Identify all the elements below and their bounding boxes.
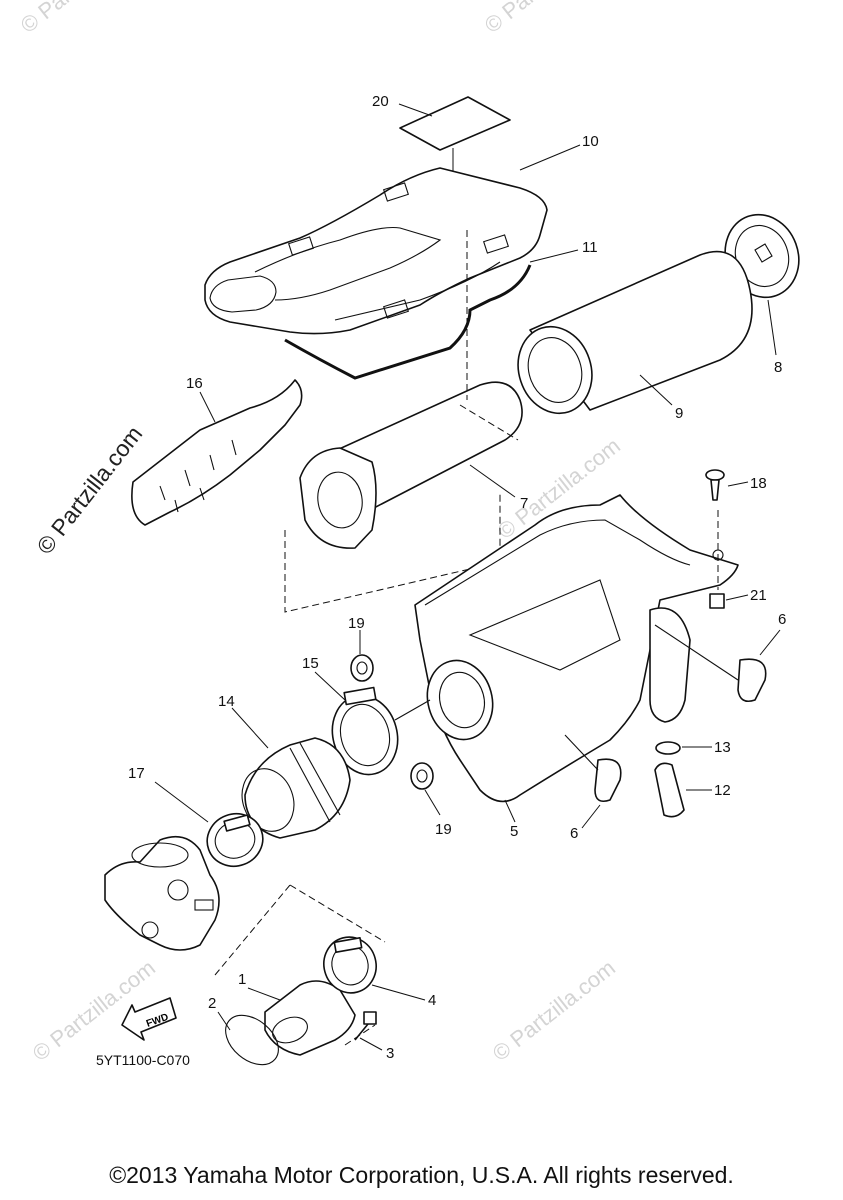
part-12-drain-hose — [654, 762, 712, 818]
part-16-plate — [131, 379, 303, 526]
diagram-code: 5YT1100-C070 — [96, 1052, 190, 1068]
part-6-bracket-lower — [564, 734, 622, 829]
watermark-bottom-right: © Partzilla.com — [488, 955, 620, 1066]
callout-14: 14 — [218, 693, 235, 710]
callout-8: 8 — [774, 359, 782, 376]
callout-10: 10 — [582, 133, 599, 150]
watermark-top-right: © Partzilla.com — [480, 0, 612, 38]
part-19-grommet-upper — [350, 630, 374, 682]
part-5-air-box — [414, 494, 739, 823]
callout-3: 3 — [386, 1045, 394, 1062]
callout-19-lower: 19 — [435, 821, 452, 838]
watermark-left-dark: © Partzilla.com — [31, 421, 147, 559]
callout-6-lower: 6 — [570, 825, 578, 842]
part-14-joint — [231, 707, 351, 839]
callout-15: 15 — [302, 655, 319, 672]
part-4-clamp — [323, 936, 426, 1001]
part-19-grommet-lower — [410, 762, 441, 816]
watermark-top-left: © Partzilla.com — [16, 0, 148, 38]
callout-9: 9 — [675, 405, 683, 422]
part-13-clip — [655, 741, 712, 755]
callout-6-right: 6 — [778, 611, 786, 628]
callout-1: 1 — [238, 971, 246, 988]
callout-16: 16 — [186, 375, 203, 392]
callout-18: 18 — [750, 475, 767, 492]
callout-2: 2 — [208, 995, 216, 1012]
copyright-notice: ©2013 Yamaha Motor Corporation, U.S.A. A… — [109, 1162, 734, 1188]
part-11-seal — [284, 249, 579, 380]
callout-11: 11 — [582, 239, 598, 256]
part-15-clamp — [314, 671, 431, 776]
part-21-nut — [709, 510, 749, 609]
callout-12: 12 — [714, 782, 731, 799]
part-7-filter-guide — [284, 230, 523, 613]
callout-4: 4 — [428, 992, 436, 1009]
callout-7: 7 — [520, 495, 528, 512]
part-18-screw — [705, 469, 749, 501]
carburetor-reference — [104, 835, 386, 976]
callout-20: 20 — [372, 93, 389, 110]
callout-19-upper: 19 — [348, 615, 365, 632]
callout-17: 17 — [128, 765, 145, 782]
callout-5: 5 — [510, 823, 518, 840]
part-10-cover — [204, 144, 581, 335]
fwd-arrow-icon: FWD — [121, 997, 177, 1041]
part-17-clamp — [154, 781, 264, 868]
part-9-filter-element — [517, 250, 753, 415]
callout-13: 13 — [714, 739, 731, 756]
part-3-bolt — [354, 1011, 383, 1051]
callout-21: 21 — [750, 587, 767, 604]
part-2-o-ring — [217, 1011, 279, 1066]
part-6-bracket-right — [654, 624, 781, 703]
